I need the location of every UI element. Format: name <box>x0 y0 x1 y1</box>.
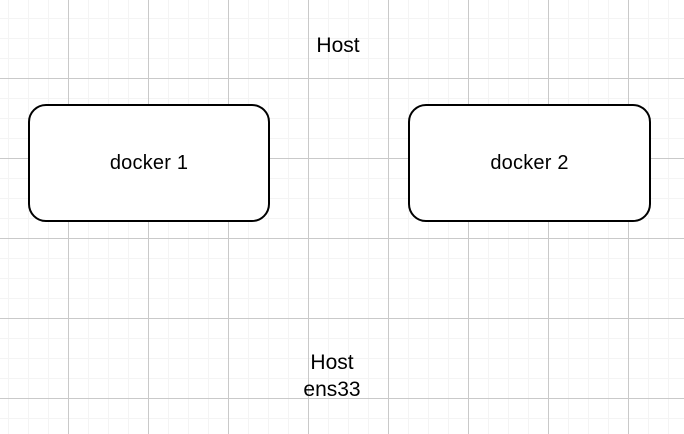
node-docker-2[interactable]: docker 2 <box>408 104 651 222</box>
node-docker-1[interactable]: docker 1 <box>28 104 270 222</box>
node-docker-2-label: docker 2 <box>490 152 569 174</box>
host-bottom-label: Host <box>310 351 354 374</box>
node-docker-1-label: docker 1 <box>109 152 189 174</box>
host-top-label: Host <box>316 34 360 57</box>
host-interface-label: ens33 <box>303 378 361 401</box>
